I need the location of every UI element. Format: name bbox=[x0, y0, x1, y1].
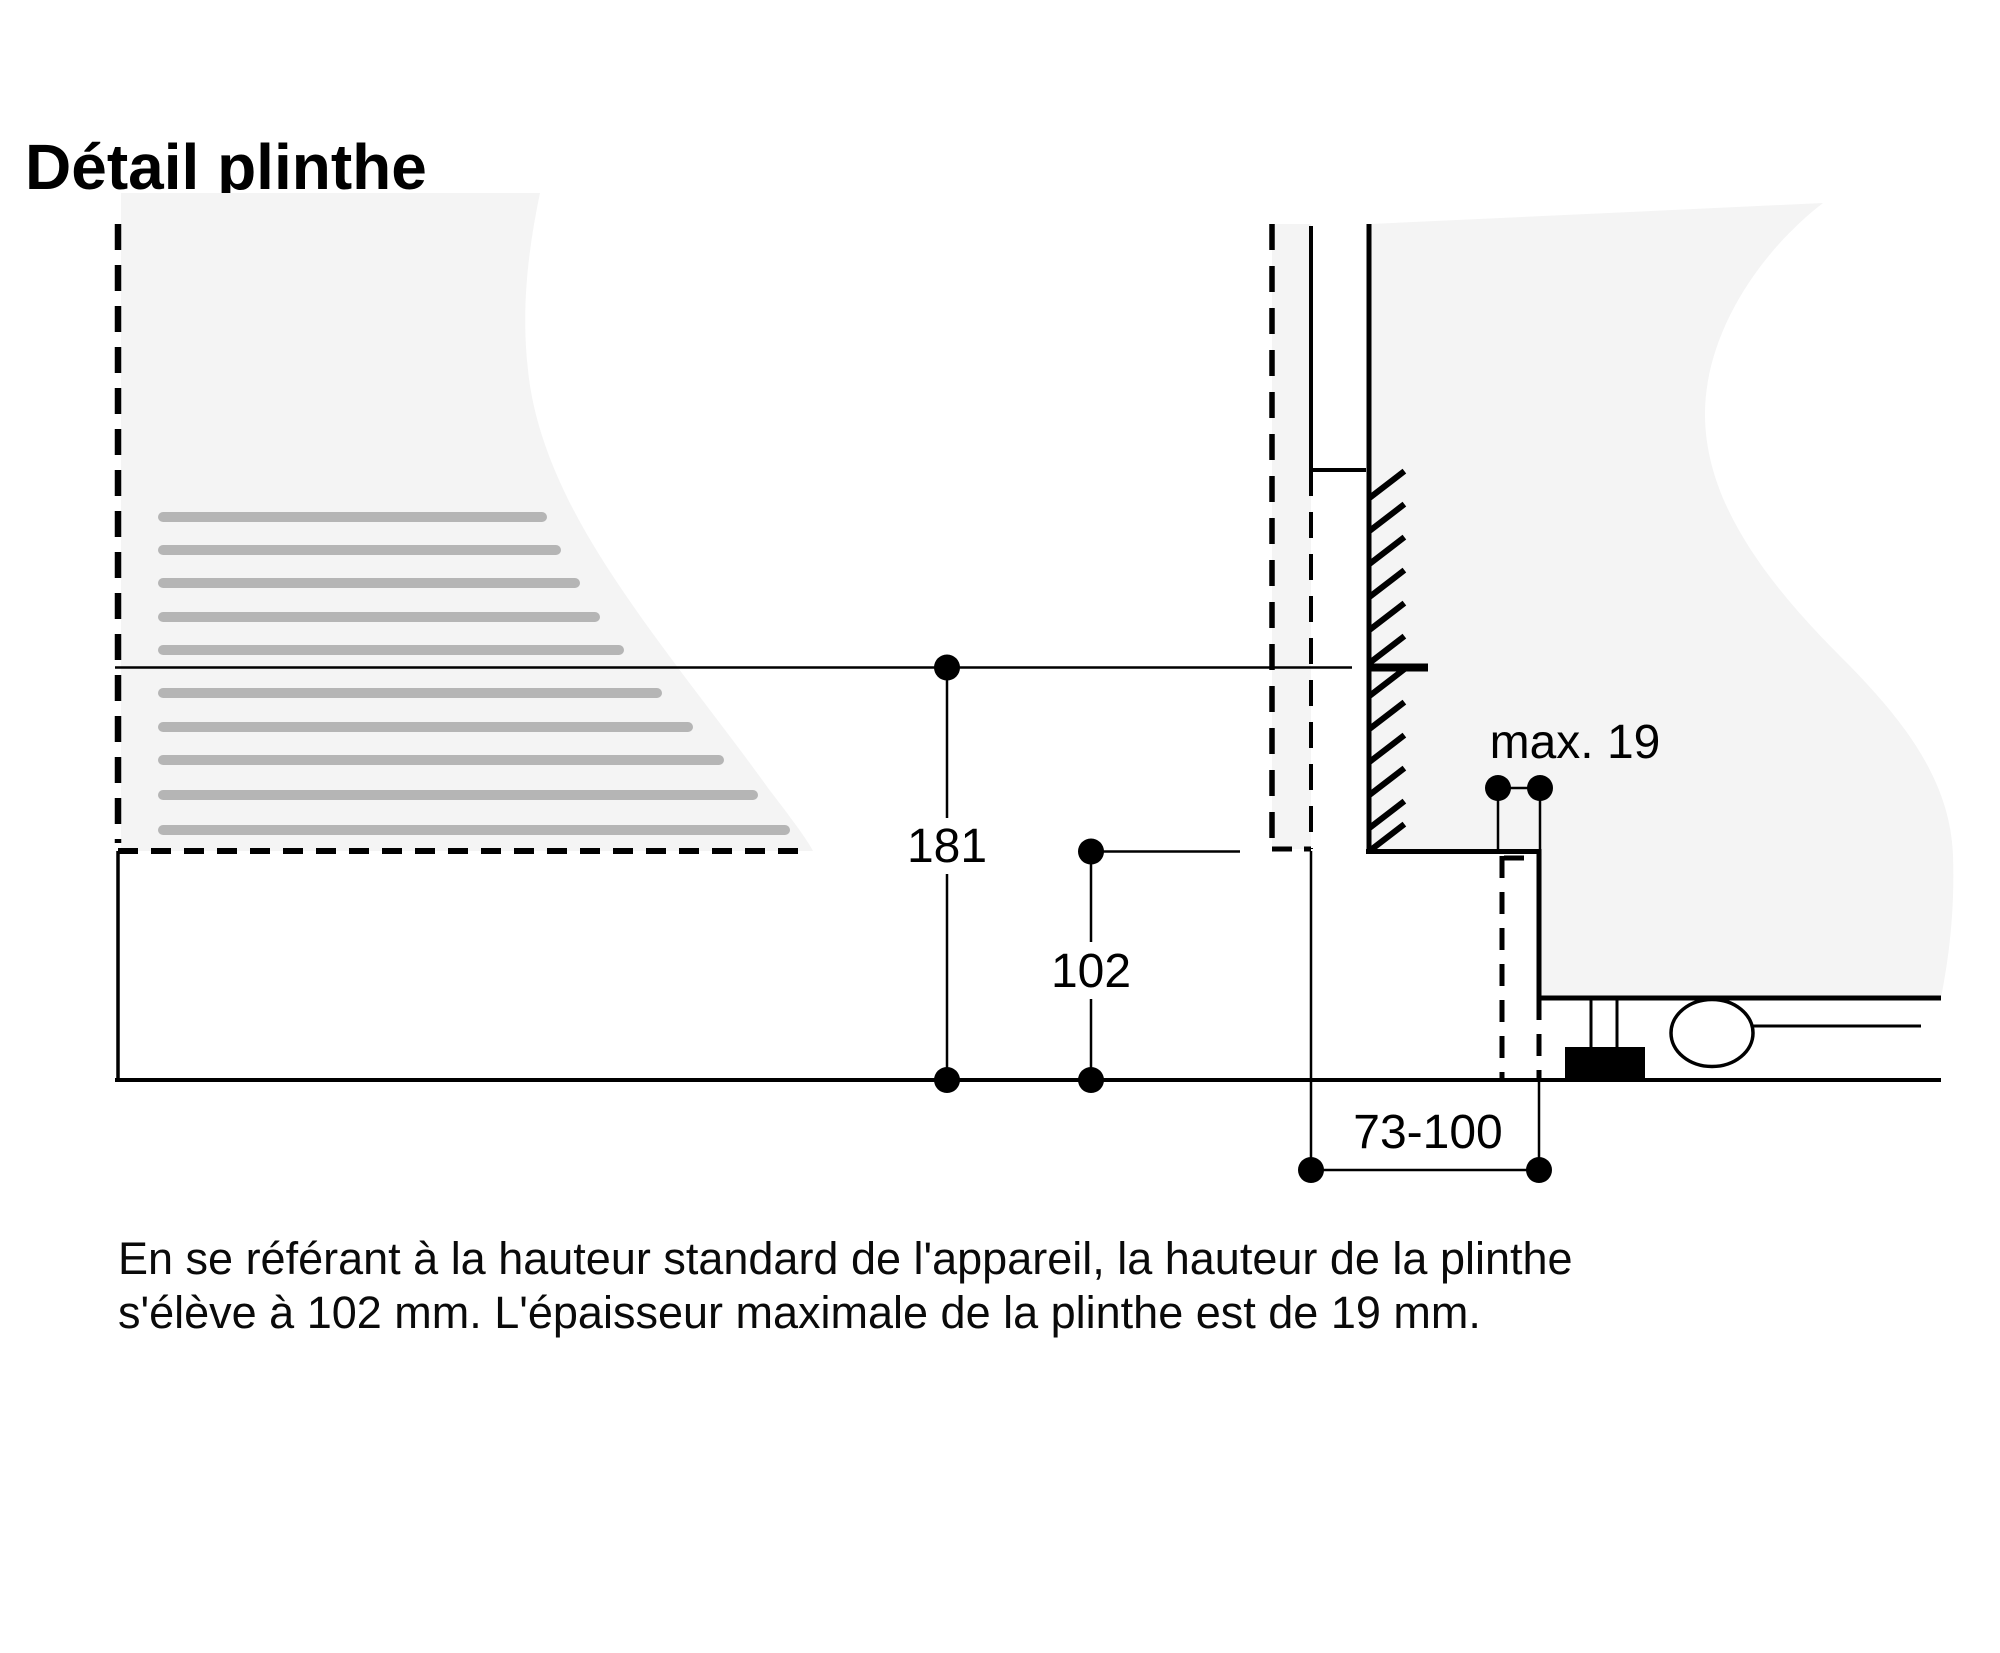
dimension-181: 181 bbox=[115, 654, 1352, 1093]
cabinet-side-panel-shape bbox=[1371, 203, 1954, 998]
vent-slot bbox=[158, 825, 790, 835]
vent-slot bbox=[158, 545, 561, 555]
vent-slot bbox=[158, 688, 662, 698]
caption: En se référant à la hauteur standard de … bbox=[118, 1232, 1898, 1340]
vent-slot bbox=[158, 755, 724, 765]
vent-slot bbox=[158, 645, 624, 655]
niche-back-strip bbox=[1272, 224, 1311, 849]
dimension-dot bbox=[934, 1067, 960, 1093]
caption-line-1: En se référant à la hauteur standard de … bbox=[118, 1233, 1573, 1284]
wall-hatching bbox=[1367, 468, 1407, 854]
dimension-max-19: max. 19 bbox=[1485, 716, 1660, 849]
dimension-label-73-100: 73-100 bbox=[1353, 1106, 1502, 1159]
dimension-73-100: 73-100 bbox=[1298, 851, 1552, 1183]
dimension-dot bbox=[1078, 1067, 1104, 1093]
appliance-front-panel bbox=[114, 193, 813, 1080]
roller-wheel bbox=[1669, 997, 1755, 1069]
leveling-foot bbox=[1565, 998, 1645, 1082]
caption-line-2: s'élève à 102 mm. L'épaisseur maximale d… bbox=[118, 1287, 1481, 1338]
vent-slot bbox=[158, 790, 758, 800]
vent-slot bbox=[158, 612, 600, 622]
dimension-label-181: 181 bbox=[907, 820, 987, 873]
dimension-label-102: 102 bbox=[1051, 945, 1131, 998]
page-title: Détail plinthe bbox=[25, 131, 427, 203]
cabinet-section bbox=[1269, 203, 1954, 1080]
dimension-label-max-19: max. 19 bbox=[1490, 716, 1661, 769]
ventilation-slots bbox=[158, 512, 790, 835]
vent-slot bbox=[158, 512, 547, 522]
foot-base bbox=[1565, 1047, 1645, 1082]
dimension-102: 102 bbox=[1051, 838, 1240, 1093]
vent-slot bbox=[158, 722, 693, 732]
roller bbox=[1669, 997, 1921, 1069]
vent-slot bbox=[158, 578, 580, 588]
